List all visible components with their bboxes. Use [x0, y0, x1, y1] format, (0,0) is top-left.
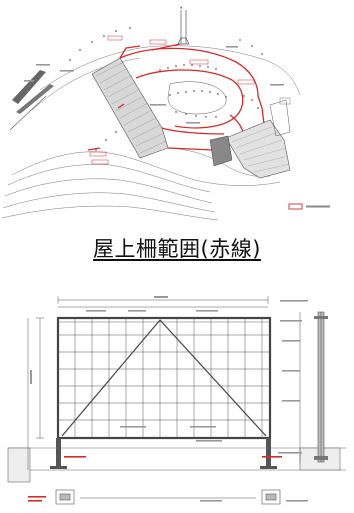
- fence-braces: [61, 319, 267, 437]
- fence-frame: [56, 316, 272, 440]
- legend-red-swatch: [288, 203, 303, 210]
- top-dimension: [57, 296, 269, 308]
- svg-text:▲: ▲: [180, 5, 183, 9]
- fence-mesh: [58, 318, 270, 438]
- terrain-contours: [1, 45, 301, 221]
- elevation-annotations: [86, 300, 308, 454]
- tower-symbol: ▲: [177, 5, 190, 45]
- fence-range-labels: [89, 35, 255, 165]
- rooftop-plan-drawing: ▲: [1, 5, 330, 221]
- elevation-red-annotations: [28, 456, 282, 502]
- ground-line: [7, 447, 346, 483]
- plan-legend: [288, 203, 330, 210]
- ramp-hatched-area: [91, 57, 169, 159]
- fence-posts: [50, 438, 277, 469]
- fence-elevation-drawing: [7, 296, 346, 505]
- drawing-annotations: [24, 46, 284, 124]
- island-outline: [167, 81, 227, 115]
- legend-text: [306, 205, 330, 208]
- drawing-caption: 屋上柵範囲(赤線): [93, 237, 261, 261]
- base-plate-details: [55, 489, 308, 505]
- right-building: [209, 97, 291, 179]
- side-section-view: [299, 311, 328, 463]
- left-wall: [9, 70, 54, 131]
- parking-markers: [69, 27, 263, 151]
- left-dimension: [27, 317, 44, 470]
